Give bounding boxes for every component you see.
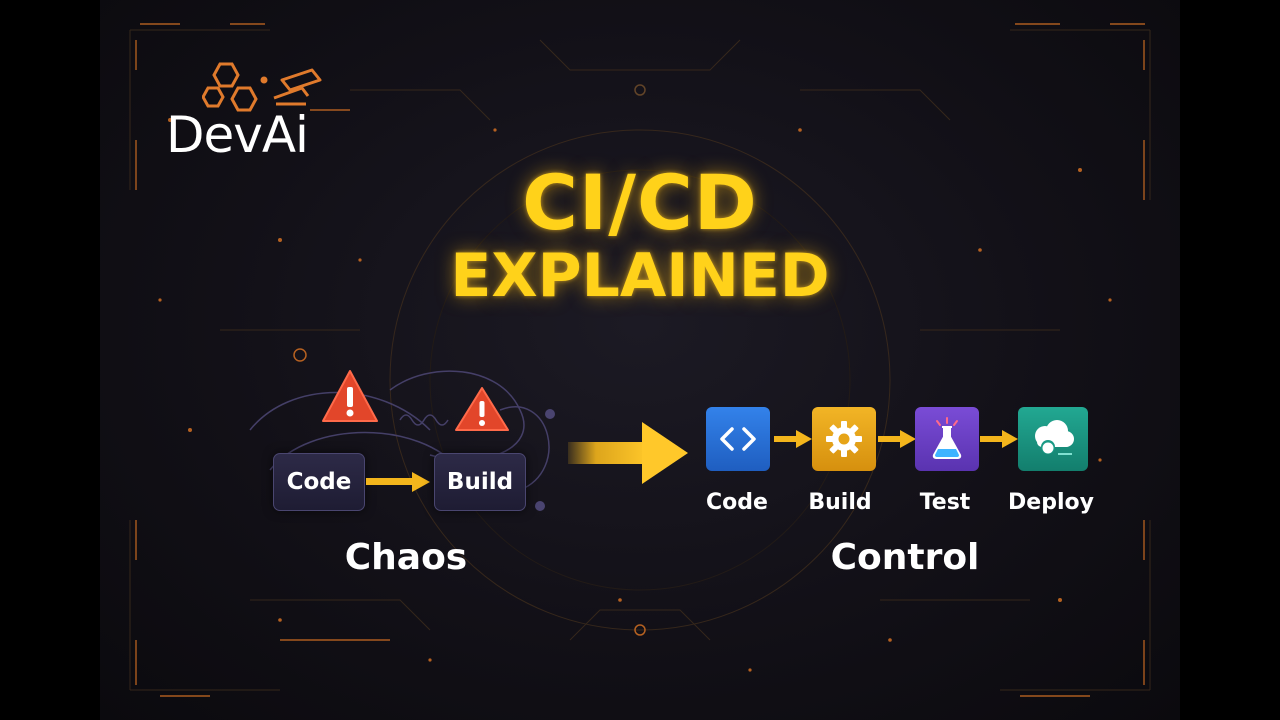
headline-line2: EXPLAINED: [450, 241, 830, 311]
step-label-test: Test: [919, 490, 971, 515]
flask-icon: [932, 417, 962, 459]
chaos-code-box: Code: [273, 453, 365, 511]
chaos-label: Chaos: [344, 537, 468, 578]
step-label-code: Code: [706, 490, 768, 515]
step-label-build: Build: [808, 490, 872, 515]
pipeline-arrow: [980, 430, 1018, 448]
logo-mark: [202, 62, 322, 112]
thumbnail-canvas: DevAi CI/CD EXPLAINED Code Build Chaos: [100, 0, 1180, 720]
devai-logo: DevAi: [166, 60, 366, 180]
brand-name: DevAi: [166, 106, 309, 164]
step-label-deploy: Deploy: [1008, 490, 1094, 515]
warning-icon: [322, 370, 378, 422]
test-step-tile: [915, 407, 979, 471]
pipeline-arrow: [878, 430, 916, 448]
warning-icon: [455, 387, 509, 431]
code-step-tile: [706, 407, 770, 471]
transition-arrow: [568, 422, 688, 484]
deploy-step-tile: [1018, 407, 1088, 471]
cloud-icon: [1035, 420, 1074, 455]
control-label: Control: [830, 537, 980, 578]
build-step-tile: [812, 407, 876, 471]
chaos-build-box: Build: [434, 453, 526, 511]
headline-line1: CI/CD: [522, 158, 758, 247]
circuit-background: [129, 23, 1151, 697]
gear-icon: [826, 421, 862, 457]
code-icon: [720, 427, 756, 451]
pipeline-arrow: [774, 430, 812, 448]
chaos-arrow: [366, 472, 430, 492]
